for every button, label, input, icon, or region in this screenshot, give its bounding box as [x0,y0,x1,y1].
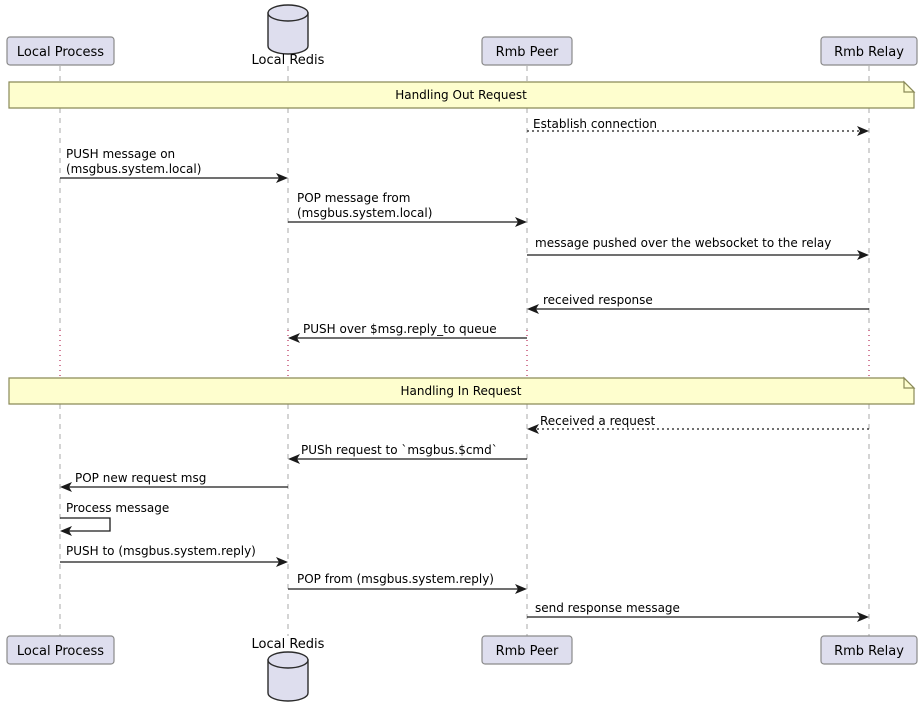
participant-local-process-top[interactable]: Local Process [6,36,115,66]
message-pop-from-reply[interactable]: POP from (msgbus.system.reply) [288,572,527,594]
participant-rmb-peer-top-label: Rmb Peer [496,45,559,60]
participant-rmb-relay-bottom-box[interactable] [820,635,918,665]
msg-establish-connection-arrowhead [857,126,869,136]
msg-received-response-arrowhead [527,304,539,314]
note-out-fold-icon [903,80,916,93]
message-pushed-over-websocket[interactable]: message pushed over the websocket to the… [527,236,869,260]
msg-push-message-on-label-line1: PUSH message on [66,147,175,161]
participant-rmb-peer-bottom-box[interactable] [481,635,573,665]
message-push-reply-to-queue[interactable]: PUSH over $msg.reply_to queue [288,322,527,343]
msg-push-message-on-label-line2: (msgbus.system.local) [66,162,201,176]
msg-process-message-self-loop [60,517,111,532]
note-in-fold-icon [903,376,916,389]
database-icon-top-body [267,12,309,55]
message-pop-new-request-msg[interactable]: POP new request msg [60,471,288,492]
message-send-response-message[interactable]: send response message [527,601,869,622]
participant-rmb-relay-bottom[interactable]: Rmb Relay [820,635,918,665]
msg-received-response-label: received response [543,293,653,307]
msg-push-reply-to-queue-arrowhead [288,333,300,343]
msg-push-request-to-cmd-arrowhead [288,454,300,464]
database-icon-bottom[interactable] [267,651,309,702]
database-icon-bottom-top-ellipse [267,651,309,669]
participant-rmb-peer-top-box[interactable] [481,36,573,66]
participant-rmb-peer-top[interactable]: Rmb Peer [481,36,573,66]
participant-local-process-bottom-box[interactable] [6,635,115,665]
msg-push-to-reply-arrowhead [276,557,288,567]
note-handling-in-request: Handling In Request [8,376,916,405]
msg-pop-message-from-label-line2: (msgbus.system.local) [297,206,432,220]
msg-push-reply-to-queue-label: PUSH over $msg.reply_to queue [303,322,497,336]
msg-push-to-reply-label: PUSH to (msgbus.system.reply) [66,544,256,558]
msg-push-message-on-arrowhead [276,173,288,183]
database-icon-top[interactable] [267,4,309,55]
database-icon-top-top-ellipse [267,4,309,22]
participant-rmb-relay-top-box[interactable] [820,36,918,66]
note-out-label: Handling Out Request [395,88,527,102]
participant-rmb-peer-bottom-label: Rmb Peer [496,644,559,659]
database-icon-bottom-body [267,659,309,702]
participant-local-redis-top[interactable]: Local Redis [252,4,325,68]
message-process-message-self[interactable]: Process message [60,501,169,536]
msg-pushed-websocket-arrowhead [857,250,869,260]
msg-process-message-self-label: Process message [66,501,169,515]
msg-pop-message-from-label-line1: POP message from [297,191,410,205]
participant-rmb-relay-top-label: Rmb Relay [834,45,904,60]
note-handling-out-request: Handling Out Request [8,80,916,109]
participant-local-redis-top-label: Local Redis [252,53,325,68]
participant-local-redis-bottom[interactable]: Local Redis [252,637,325,702]
note-in-shape [8,377,915,405]
msg-pop-message-from-arrowhead [515,217,527,227]
msg-establish-connection-label: Establish connection [533,117,657,131]
participant-rmb-relay-top[interactable]: Rmb Relay [820,36,918,66]
message-push-to-reply[interactable]: PUSH to (msgbus.system.reply) [60,544,288,567]
msg-received-a-request-label: Received a request [540,414,655,428]
msg-received-a-request-arrowhead [527,424,539,434]
message-received-a-request[interactable]: Received a request [527,414,869,434]
msg-pop-new-request-msg-arrowhead [60,482,72,492]
note-in-label: Handling In Request [400,384,521,398]
msg-send-response-message-arrowhead [857,612,869,622]
msg-pop-from-reply-label: POP from (msgbus.system.reply) [297,572,494,586]
participant-rmb-peer-bottom[interactable]: Rmb Peer [481,635,573,665]
message-received-response[interactable]: received response [527,293,869,314]
note-out-shape [8,81,915,109]
participant-local-process-top-label: Local Process [17,45,104,60]
participant-local-process-bottom-label: Local Process [17,644,104,659]
message-establish-connection[interactable]: Establish connection [527,117,869,136]
participant-local-process-bottom[interactable]: Local Process [6,635,115,665]
message-push-request-to-cmd[interactable]: PUSh request to `msgbus.$cmd` [288,443,527,464]
message-pop-message-from[interactable]: POP message from (msgbus.system.local) [288,191,527,227]
msg-pushed-websocket-label: message pushed over the websocket to the… [535,236,831,250]
message-push-message-on[interactable]: PUSH message on (msgbus.system.local) [60,147,288,183]
participant-local-process-top-box[interactable] [6,36,115,66]
participant-rmb-relay-bottom-label: Rmb Relay [834,644,904,659]
msg-send-response-message-label: send response message [535,601,680,615]
participant-local-redis-bottom-label: Local Redis [252,637,325,652]
msg-process-message-self-arrowhead [60,526,72,536]
msg-push-request-to-cmd-label: PUSh request to `msgbus.$cmd` [301,443,498,457]
msg-pop-new-request-msg-label: POP new request msg [75,471,206,485]
msg-pop-from-reply-arrowhead [515,584,527,594]
lifelines [59,66,870,636]
